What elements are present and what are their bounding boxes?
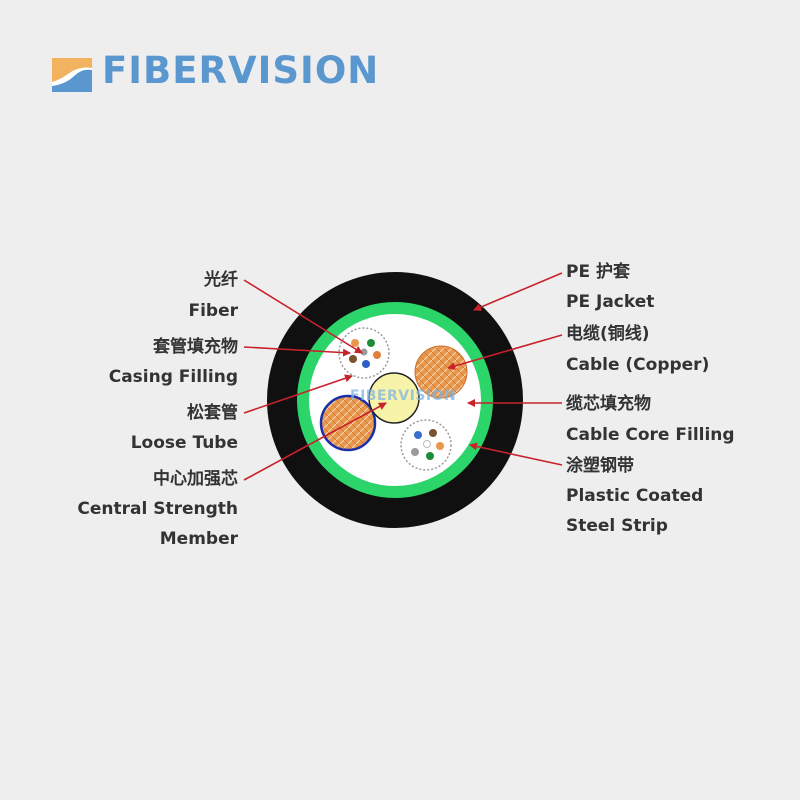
label-loose-tube-en: Loose Tube — [130, 433, 238, 453]
arrow-plastic-coated-steel-strip — [469, 442, 563, 466]
arrow-loose-tube — [243, 374, 353, 414]
label-pe-jacket-en: PE Jacket — [566, 292, 655, 312]
watermark: FIBERVISION — [350, 388, 457, 404]
label-central-strength-member-en: Central Strength — [77, 499, 238, 519]
arrow-pe-jacket — [473, 272, 563, 311]
label-cable-core-filling-zh: 缆芯填充物 — [566, 394, 651, 414]
arrow-cable-copper — [447, 334, 563, 370]
brand-name: FIBERVISION — [102, 49, 380, 92]
label-loose-tube-zh: 松套管 — [187, 403, 238, 423]
loose-tube-bottom — [400, 419, 452, 471]
arrow-casing-filling — [243, 346, 351, 357]
label-cable-copper-zh: 电缆(铜线) — [566, 324, 650, 344]
label-central-strength-member-en2: Member — [159, 529, 238, 549]
fibervision-logo-icon — [52, 58, 92, 92]
label-central-strength-member-zh: 中心加强芯 — [153, 469, 238, 489]
label-cable-copper-en: Cable (Copper) — [566, 355, 710, 375]
copper-cable-right — [414, 345, 468, 399]
central-strength-member — [368, 372, 420, 424]
loose-tube-top — [338, 327, 390, 379]
label-plastic-coated-steel-strip-zh: 涂塑钢带 — [566, 456, 634, 476]
label-fiber-zh: 光纤 — [204, 270, 238, 290]
label-pe-jacket-zh: PE 护套 — [566, 262, 630, 282]
label-casing-filling-en: Casing Filling — [108, 367, 238, 387]
arrow-fiber — [243, 279, 363, 354]
arrow-central-strength-member — [243, 402, 387, 481]
label-fiber-en: Fiber — [188, 301, 238, 321]
label-plastic-coated-steel-strip-en2: Steel Strip — [566, 516, 668, 536]
label-casing-filling-zh: 套管填充物 — [153, 337, 238, 357]
label-plastic-coated-steel-strip-en: Plastic Coated — [566, 486, 704, 506]
label-cable-core-filling-en: Cable Core Filling — [566, 425, 735, 445]
